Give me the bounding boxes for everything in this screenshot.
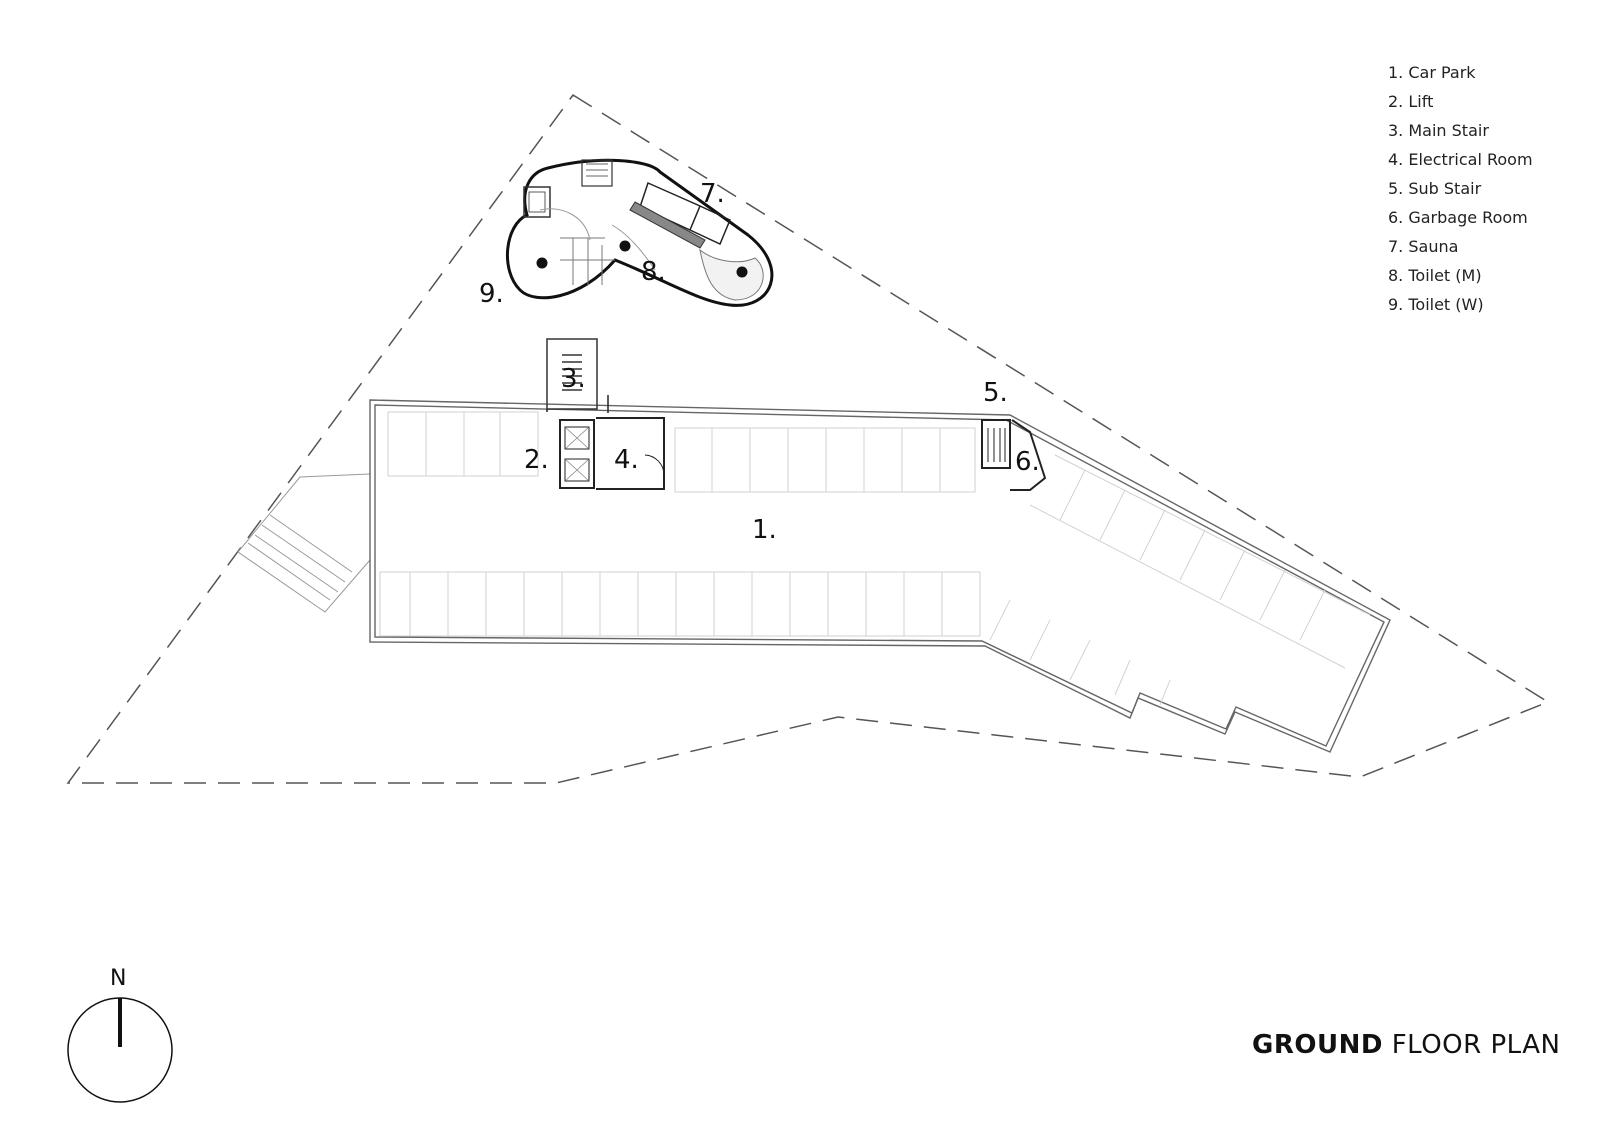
legend: 1. Car Park 2. Lift 3. Main Stair 4. Ele… [1388,58,1533,319]
parking-stalls [379,411,1371,706]
legend-item: 1. Car Park [1388,63,1476,82]
electrical-room [596,417,665,490]
site-boundary [66,93,1550,784]
legend-item: 7. Sauna [1388,237,1459,256]
car-park-outline [369,399,1391,753]
label-car-park: 1. [752,515,777,545]
legend-item: 3. Main Stair [1388,121,1489,140]
sub-stair [981,419,1011,469]
label-sauna: 7. [700,179,725,209]
legend-item: 6. Garbage Room [1388,208,1528,227]
north-arrow-icon [67,997,173,1103]
label-toilet-men: 8. [641,257,666,287]
plan-title-bold: GROUND [1252,1030,1383,1060]
garbage-room [1010,419,1047,491]
label-sub-stair: 5. [983,378,1008,408]
plan-title-rest: FLOOR PLAN [1391,1030,1561,1060]
legend-item: 5. Sub Stair [1388,179,1482,198]
legend-item: 8. Toilet (M) [1388,266,1482,285]
main-stair [546,338,609,413]
legend-item: 9. Toilet (W) [1388,295,1484,314]
label-main-stair: 3. [561,364,586,394]
legend-item: 2. Lift [1388,92,1434,111]
label-toilet-women: 9. [479,279,504,309]
compass-north-label: N [110,966,127,991]
plan-title: GROUND FLOOR PLAN [1252,1030,1560,1060]
label-garbage-room: 6. [1015,447,1040,477]
label-electrical-room: 4. [614,445,639,475]
entrance-ramp [237,473,371,613]
legend-item: 4. Electrical Room [1388,150,1533,169]
label-lift: 2. [524,445,549,475]
sauna-toilet-pod [505,158,774,307]
lift-core [559,419,595,489]
